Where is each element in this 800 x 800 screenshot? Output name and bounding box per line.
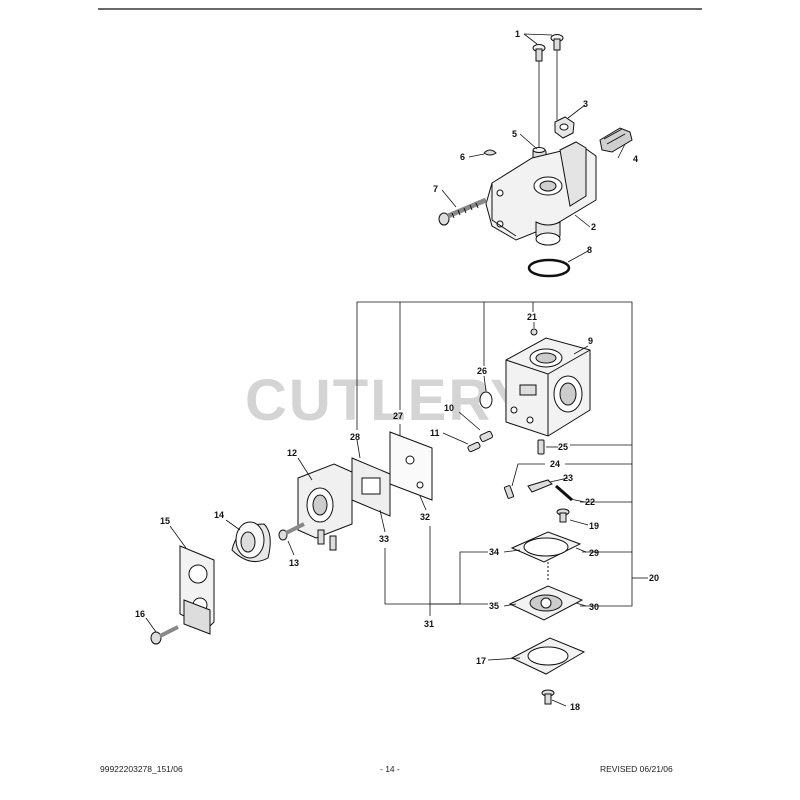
screw-part-16 xyxy=(150,625,179,645)
label-part-8: 8 xyxy=(587,245,592,255)
label-part-22: 22 xyxy=(585,497,595,507)
label-part-2: 2 xyxy=(591,222,596,232)
screw-part-18 xyxy=(541,689,555,705)
nut-part-3 xyxy=(554,116,575,139)
label-part-33: 33 xyxy=(379,534,389,544)
primer-bulb-part-14 xyxy=(231,521,271,563)
bracket-part-15 xyxy=(179,545,215,635)
ball-part-21 xyxy=(530,328,538,336)
throttle-body-assembly xyxy=(438,34,633,278)
label-part-12: 12 xyxy=(287,448,297,458)
needle-part-25 xyxy=(537,439,545,455)
label-part-31: 31 xyxy=(424,619,434,629)
label-part-27: 27 xyxy=(393,411,403,421)
label-part-3: 3 xyxy=(583,99,588,109)
screw-part-13 xyxy=(278,522,305,541)
label-part-24: 24 xyxy=(550,459,560,469)
screw-part-7 xyxy=(438,197,487,226)
throttle-body-part-2 xyxy=(485,141,597,246)
carburetor-body-part-9 xyxy=(505,337,591,437)
label-part-18: 18 xyxy=(570,702,580,712)
label-part-28: 28 xyxy=(350,432,360,442)
label-part-7: 7 xyxy=(433,184,438,194)
needle-part-11 xyxy=(467,441,481,453)
label-part-29: 29 xyxy=(589,548,599,558)
label-part-23: 23 xyxy=(563,473,573,483)
adjuster-part-4 xyxy=(599,127,633,153)
leader-lines xyxy=(145,33,648,707)
label-part-15: 15 xyxy=(160,516,170,526)
label-part-32: 32 xyxy=(420,512,430,522)
label-part-11: 11 xyxy=(430,428,440,438)
pump-side-parts xyxy=(150,431,433,645)
plug-part-26 xyxy=(479,391,493,409)
label-part-30: 30 xyxy=(589,602,599,612)
label-part-19: 19 xyxy=(589,521,599,531)
footer-document-number: 99922203278_151/06 xyxy=(100,764,183,774)
label-part-5: 5 xyxy=(512,129,517,139)
diaphragm-stack xyxy=(508,531,586,705)
label-part-34: 34 xyxy=(489,547,499,557)
pin-part-24 xyxy=(503,485,515,499)
footer-page-number: - 14 - xyxy=(380,764,400,774)
lever-part-23 xyxy=(527,479,553,493)
label-part-20: 20 xyxy=(649,573,659,583)
label-part-1: 1 xyxy=(515,29,520,39)
label-part-26: 26 xyxy=(477,366,487,376)
diaphragm-part-27 xyxy=(389,431,433,501)
footer-revision-date: REVISED 06/21/06 xyxy=(600,764,673,774)
label-part-35: 35 xyxy=(489,601,499,611)
shaft-part-22 xyxy=(555,484,573,502)
screw-part-1b xyxy=(550,34,564,120)
label-part-17: 17 xyxy=(476,656,486,666)
label-part-16: 16 xyxy=(135,609,145,619)
part-labels: 1 3 5 4 6 7 2 8 21 9 26 10 27 11 28 25 1… xyxy=(135,29,659,712)
clip-part-6 xyxy=(483,149,497,156)
spring-part-10 xyxy=(479,430,493,443)
label-part-13: 13 xyxy=(289,558,299,568)
carb-small-parts xyxy=(467,328,573,523)
label-part-9: 9 xyxy=(588,336,593,346)
screw-part-19 xyxy=(556,508,570,523)
label-part-4: 4 xyxy=(633,154,638,164)
label-part-6: 6 xyxy=(460,152,465,162)
label-part-14: 14 xyxy=(214,510,224,520)
label-part-10: 10 xyxy=(444,403,454,413)
label-part-21: 21 xyxy=(527,312,537,322)
oring-part-8 xyxy=(527,258,571,278)
label-part-25: 25 xyxy=(558,442,568,452)
